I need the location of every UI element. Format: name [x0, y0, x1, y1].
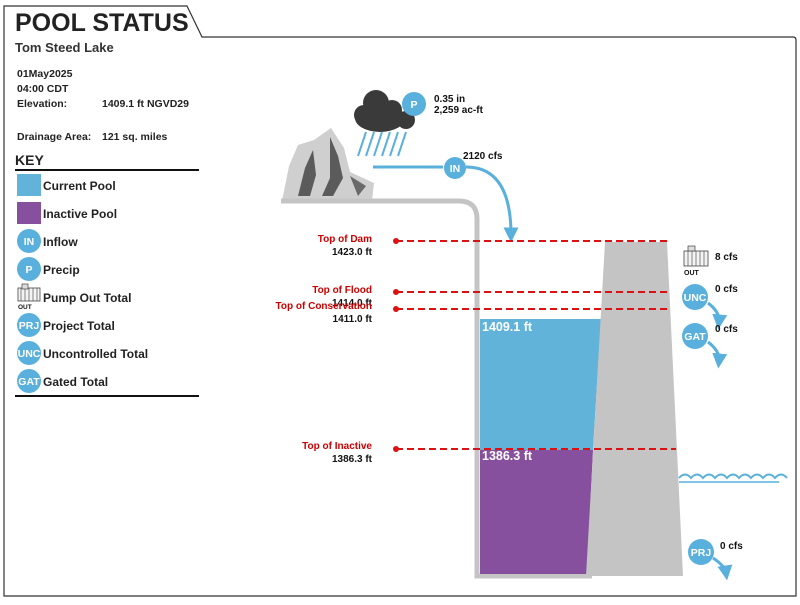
svg-text:Top of Flood: Top of Flood: [312, 285, 372, 296]
pump-out-value: 8 cfs: [715, 252, 738, 263]
time-text: 04:00 CDT: [17, 83, 69, 95]
rain-cloud-icon: [354, 90, 415, 157]
lake-name: Tom Steed Lake: [15, 40, 114, 55]
uncontrolled-badge-icon: [17, 341, 41, 365]
inflow-badge-icon: [444, 157, 466, 179]
elevation-value: 1409.1 ft NGVD29: [102, 98, 189, 110]
reservoir-basin: [281, 198, 592, 579]
dam: [586, 242, 683, 576]
key-label-gated-total: Gated Total: [43, 375, 108, 389]
level-top-of-inactive: Top of Inactive 1386.3 ft: [302, 441, 676, 465]
precip-badge-icon: [402, 92, 426, 116]
current-pool: [480, 319, 601, 450]
key-label-pump-out-total: Pump Out Total: [43, 291, 131, 305]
svg-text:IN: IN: [24, 236, 35, 248]
svg-text:Top of Conservation: Top of Conservation: [276, 301, 372, 312]
pump-icon: OUT: [17, 283, 41, 311]
gated-value: 0 cfs: [715, 324, 738, 335]
level-top-of-conservation: Top of Conservation 1411.0 ft: [276, 301, 670, 325]
drainage-value: 121 sq. miles: [102, 131, 168, 143]
key-label-uncontrolled-total: Uncontrolled Total: [43, 347, 148, 361]
key-label-precip: Precip: [43, 263, 80, 277]
svg-text:P: P: [410, 99, 417, 111]
key-label-project-total: Project Total: [43, 319, 115, 333]
level-top-of-dam: Top of Dam 1423.0 ft: [318, 234, 668, 258]
project-badge-icon: [17, 313, 41, 337]
svg-text:1423.0 ft: 1423.0 ft: [332, 247, 373, 258]
level-top-of-flood: Top of Flood 1414.0 ft: [312, 285, 670, 309]
inactive-pool-swatch: [17, 202, 41, 224]
current-pool-swatch: [17, 174, 41, 196]
drainage-label: Drainage Area:: [17, 131, 91, 143]
svg-text:Top of Inactive: Top of Inactive: [302, 441, 372, 452]
inactive-pool: [480, 450, 593, 574]
key-label-current-pool: Current Pool: [43, 179, 116, 193]
svg-text:1414.0 ft: 1414.0 ft: [332, 298, 373, 309]
date-text: 01May2025: [17, 68, 73, 80]
current-pool-label: 1409.1 ft: [482, 320, 533, 334]
svg-text:PRJ: PRJ: [19, 320, 40, 332]
project-badge-icon: [688, 539, 714, 565]
svg-text:UNC: UNC: [18, 348, 41, 360]
uncontrolled-value: 0 cfs: [715, 284, 738, 295]
pump-out-icon: OUT: [683, 245, 709, 277]
key-label-inflow: Inflow: [43, 235, 78, 249]
svg-text:GAT: GAT: [18, 376, 40, 388]
elevation-label: Elevation:: [17, 98, 67, 110]
svg-text:IN: IN: [450, 163, 461, 175]
svg-text:PRJ: PRJ: [691, 547, 712, 559]
svg-text:GAT: GAT: [684, 331, 706, 343]
key-heading: KEY: [15, 152, 44, 168]
precip-amount: 0.35 in: [434, 94, 465, 105]
precip-volume: 2,259 ac-ft: [434, 105, 484, 116]
inflow-value: 2120 cfs: [463, 151, 503, 162]
key-legend: KEY Current Pool Inactive Pool IN Inflow…: [15, 152, 199, 397]
svg-text:OUT: OUT: [684, 270, 700, 277]
precip-badge-icon: [17, 257, 41, 281]
svg-text:1386.3 ft: 1386.3 ft: [332, 454, 373, 465]
inflow-badge-icon: [17, 229, 41, 253]
downstream-water: [678, 473, 788, 480]
inactive-pool-label: 1386.3 ft: [482, 449, 533, 463]
page-title: POOL STATUS: [15, 9, 189, 37]
gated-badge-icon: [17, 369, 41, 393]
svg-text:UNC: UNC: [684, 292, 707, 304]
project-value: 0 cfs: [720, 541, 743, 552]
svg-text:OUT: OUT: [18, 304, 32, 311]
svg-text:1411.0 ft: 1411.0 ft: [333, 314, 373, 325]
svg-text:P: P: [25, 264, 32, 276]
svg-text:Top of Dam: Top of Dam: [318, 234, 372, 245]
key-label-inactive-pool: Inactive Pool: [43, 207, 117, 221]
gated-badge-icon: [682, 323, 708, 349]
mountain-icon: [282, 128, 374, 201]
uncontrolled-badge-icon: [682, 284, 708, 310]
